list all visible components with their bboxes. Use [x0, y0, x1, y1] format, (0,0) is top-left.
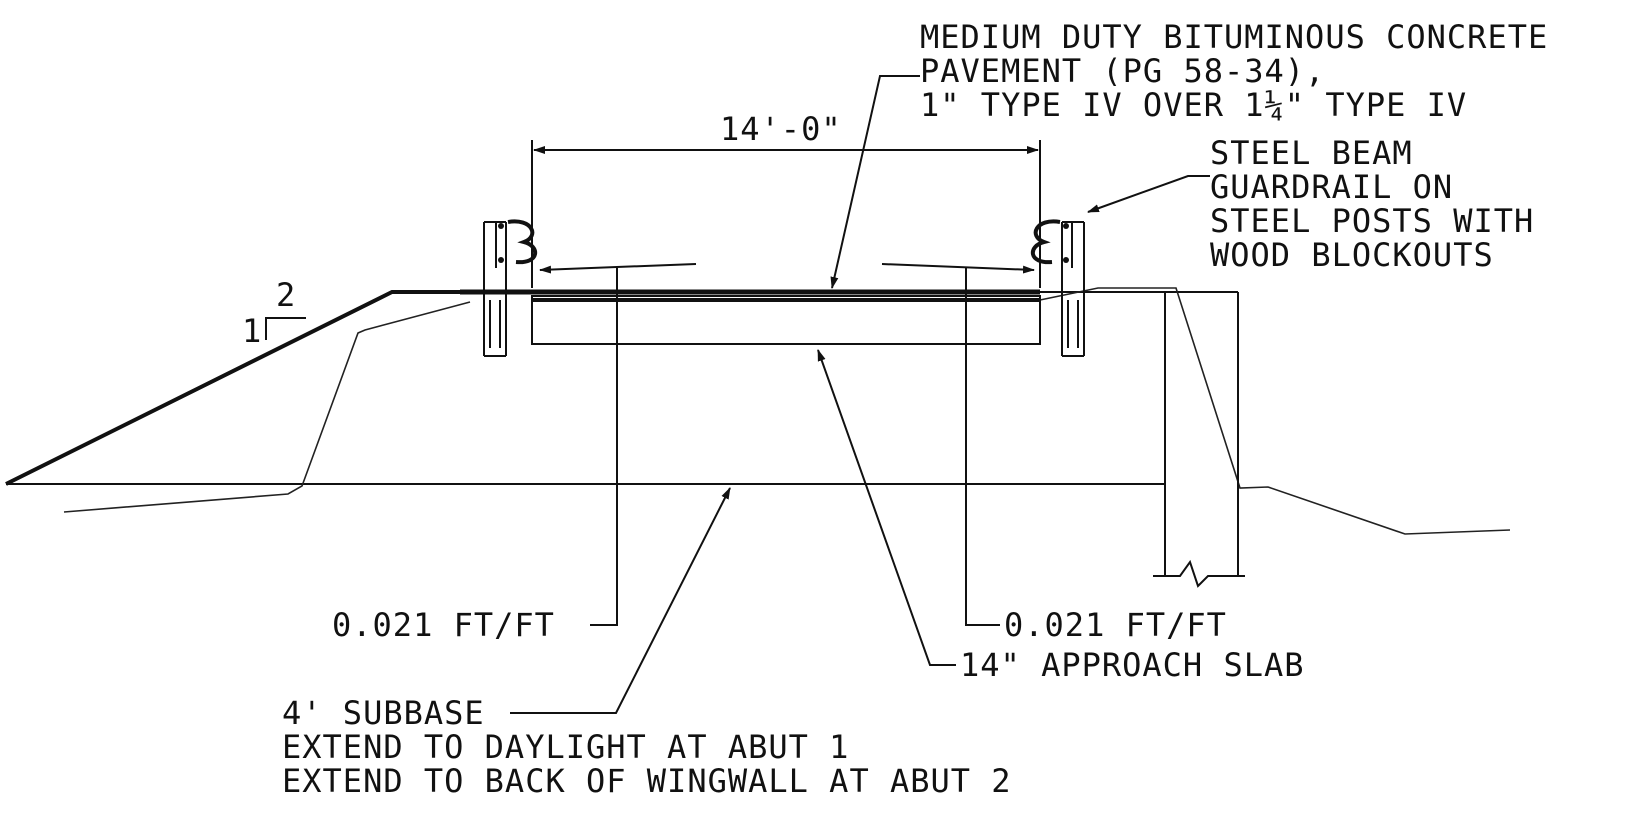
guardrail-note-line-1: STEEL BEAM	[1210, 134, 1413, 172]
approach-slab	[531, 295, 1041, 345]
guardrail-note-line-4: WOOD BLOCKOUTS	[1210, 236, 1494, 274]
subbase-note-line-1: 4' SUBBASE	[282, 694, 485, 732]
guardrail-note-line-3: STEEL POSTS WITH	[1210, 202, 1534, 240]
abutment-wall	[1153, 292, 1245, 588]
approach-slab-text: 14" APPROACH SLAB	[960, 646, 1305, 684]
text-annotations: MEDIUM DUTY BITUMINOUS CONCRETE PAVEMENT…	[242, 18, 1548, 800]
subbase-note-line-2: EXTEND TO DAYLIGHT AT ABUT 1	[282, 728, 849, 766]
subbase-note-line-3: EXTEND TO BACK OF WINGWALL AT ABUT 2	[282, 762, 1012, 800]
width-dimension-line	[531, 140, 1041, 288]
leader-lines	[510, 75, 1210, 714]
existing-ground-right	[1039, 287, 1511, 535]
cross-slope-right-text: 0.021 FT/FT	[1004, 606, 1227, 644]
guardrail-right	[1031, 219, 1085, 357]
slope-rise-text: 1	[242, 312, 262, 350]
guardrail-note-line-2: GUARDRAIL ON	[1210, 168, 1453, 206]
cross-slope-left-text: 0.021 FT/FT	[332, 606, 555, 644]
pavement-note-line-2: PAVEMENT (PG 58-34),	[920, 52, 1325, 90]
slope-run-text: 2	[276, 276, 296, 314]
cross-slope-arrows	[539, 263, 1035, 274]
existing-ground-left	[63, 301, 471, 513]
embankment-outline	[5, 290, 1238, 486]
slope-symbol	[265, 317, 306, 340]
guardrail-left	[483, 219, 537, 357]
pavement-note-line-3: 1" TYPE IV OVER 1¼" TYPE IV	[920, 86, 1467, 124]
width-dimension-text: 14'-0"	[720, 110, 842, 148]
pavement-note-line-1: MEDIUM DUTY BITUMINOUS CONCRETE	[920, 18, 1548, 56]
